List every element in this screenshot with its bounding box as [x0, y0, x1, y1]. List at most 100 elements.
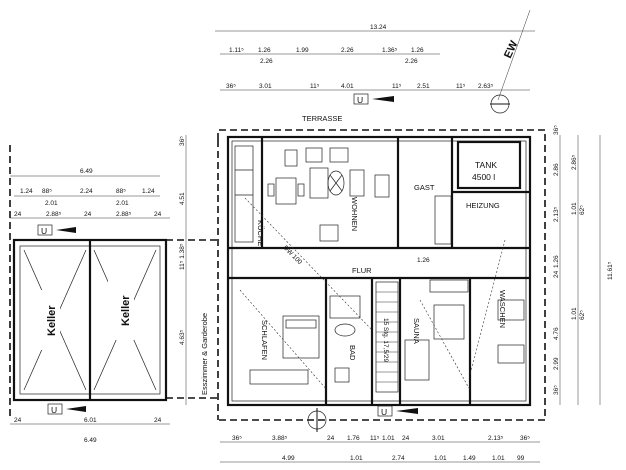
dim-right-3: 2.13⁵ [553, 206, 560, 222]
dim-bot-8: 3.01 [432, 435, 445, 442]
dim-left-1: 36⁵ [179, 136, 186, 146]
bottom-dimensions: 36⁵ 3.88⁵ 24 1.76 11⁵ 1.01 24 3.01 2.13⁵… [220, 435, 540, 463]
dim-right2-2: 1.01 [571, 202, 578, 215]
room-waschen: WASCHEN [498, 290, 507, 328]
dim-bot2-2: 1.01 [350, 455, 363, 462]
dim-top-1: 1.11⁵ [229, 47, 244, 54]
dim-right-4: 1.26 [553, 255, 560, 268]
room-terrasse: TERRASSE [302, 114, 342, 123]
dim-bot-1: 36⁵ [232, 435, 242, 442]
room-flur: FLUR [352, 266, 372, 275]
dim-right2-5: 62⁵ [579, 310, 586, 320]
dim-cellar2-5: 24 [154, 211, 162, 218]
dim-right-1: 36⁵ [553, 125, 560, 135]
dim-top-6: 1.26 [411, 47, 424, 54]
dim-cellar2-2: 2.88⁵ [46, 211, 62, 218]
right-dimensions: 36⁵ 2.86 2.13⁵ 1.26 24 4.76 2.99 36⁵ 2.8… [553, 125, 614, 405]
dim-bot2-5: 1.49 [463, 455, 476, 462]
dim-top2-3: 11⁵ [310, 83, 320, 90]
room-bad: BAD [348, 345, 357, 361]
furniture [234, 140, 525, 393]
dim-cellar2-1: 24 [14, 211, 22, 218]
dim-cellar-bot-1: 24 [14, 417, 22, 424]
dim-top2-5: 11⁵ [392, 83, 402, 90]
dim-cellar-bot-2: 6.01 [84, 417, 97, 424]
dim-cellar2-3: 24 [84, 211, 92, 218]
section-markers-bottom: U [307, 405, 418, 432]
dim-cellar-bot-3: 24 [154, 417, 162, 424]
dim-cellar-width: 6.49 [80, 168, 93, 175]
north-label: EW [502, 39, 521, 61]
dim-right-2: 2.86 [553, 163, 560, 176]
dim-top-3: 1.99 [296, 47, 309, 54]
dim-cellar-1b: 2.01 [45, 200, 58, 207]
dim-left-2: 4.51 [179, 192, 186, 205]
section-bottom-label: U [381, 407, 387, 417]
dim-right-6: 4.76 [553, 327, 560, 340]
dim-bot2-7: 99 [517, 455, 525, 462]
dim-top2-8: 2.63⁵ [478, 83, 494, 90]
dim-left-4: 4.63⁵ [179, 329, 186, 345]
room-heizung: HEIZUNG [466, 201, 500, 210]
room-sauna: SAUNA [412, 318, 421, 344]
left-dimensions: 36⁵ 4.51 11⁵ 1.38⁵ 4.63⁵ 1.26 [179, 135, 430, 405]
dim-top-total: 13.24 [370, 24, 387, 31]
cellar: 6.49 1.24 88⁵ 2.24 88⁵ 1.24 2.01 2.01 24… [9, 145, 218, 444]
dim-top2-7: 11⁵ [456, 83, 466, 90]
dim-cellar-5: 1.24 [142, 188, 155, 195]
room-keller-left: Keller [46, 305, 58, 336]
room-wohnen: WOHNEN [350, 197, 359, 231]
stairs-label: 15 Stg. 17,5/29 [382, 318, 389, 362]
dim-top-4: 2.26 [341, 47, 354, 54]
dim-bot2-4: 1.01 [434, 455, 447, 462]
dim-top-5: 1.36⁵ [382, 47, 398, 54]
dim-bot-7: 24 [402, 435, 410, 442]
dim-misc-1: 1.26 [417, 257, 430, 264]
dim-top-2b: 2.26 [405, 58, 418, 65]
tank-label-2: 4500 l [472, 172, 495, 182]
dim-left-3: 11⁵ 1.38⁵ [179, 243, 186, 270]
dim-bot2-6: 1.01 [492, 455, 505, 462]
section-marker-top: U [353, 93, 394, 105]
dim-right-7: 2.99 [553, 357, 560, 370]
dim-right-8: 36⁵ [553, 385, 560, 395]
dim-right-5: 24 [553, 270, 560, 278]
dim-top2-4: 4.01 [341, 83, 354, 90]
tank-label-1: TANK [475, 160, 497, 170]
room-kueche: KÜCHE [256, 220, 265, 246]
room-gast: GAST [414, 183, 435, 192]
dim-bot-5: 11⁵ [370, 435, 380, 442]
dim-cellar-2: 88⁵ [42, 188, 52, 195]
dim-cellar-3: 2.24 [80, 188, 93, 195]
room-esszimmer: Esszimmer & Garderobe [200, 313, 209, 395]
dim-cellar-1: 1.24 [20, 188, 33, 195]
section-cellar-bottom-label: U [51, 405, 57, 415]
room-keller-right: Keller [120, 295, 132, 326]
dim-cellar-bot-total: 6.49 [84, 437, 97, 444]
dim-top2-6: 2.51 [417, 83, 430, 90]
dim-bot-9: 2.13⁵ [488, 435, 504, 442]
section-cellar-label: U [41, 226, 47, 236]
dim-bot-3: 24 [327, 435, 335, 442]
staircase [375, 281, 399, 393]
main-walls [226, 135, 532, 407]
dim-right2-3: 62⁵ [579, 205, 586, 215]
section-top-label: U [357, 95, 363, 105]
dim-bot-4: 1.76 [347, 435, 360, 442]
dim-bot2-1: 4.99 [282, 455, 295, 462]
dim-top-1b: 2.26 [260, 58, 273, 65]
dim-top-2: 1.26 [258, 47, 271, 54]
dim-bot-10: 36⁵ [520, 435, 530, 442]
dim-right2-4: 1.01 [571, 307, 578, 320]
dim-bot-2: 3.88⁵ [272, 435, 288, 442]
building-outline [217, 129, 546, 421]
orientation-marker: EW [490, 9, 531, 114]
dim-right2-1: 2.86⁵ [571, 154, 578, 170]
room-schlafen: SCHLAFEN [260, 320, 269, 360]
dim-top2-2: 3.01 [259, 83, 272, 90]
dim-cellar-2b: 2.01 [116, 200, 129, 207]
dim-right-total: 11.61⁵ [607, 261, 614, 280]
dim-bot-6: 1.01 [382, 435, 395, 442]
dim-top2-1: 36⁵ [226, 83, 236, 90]
